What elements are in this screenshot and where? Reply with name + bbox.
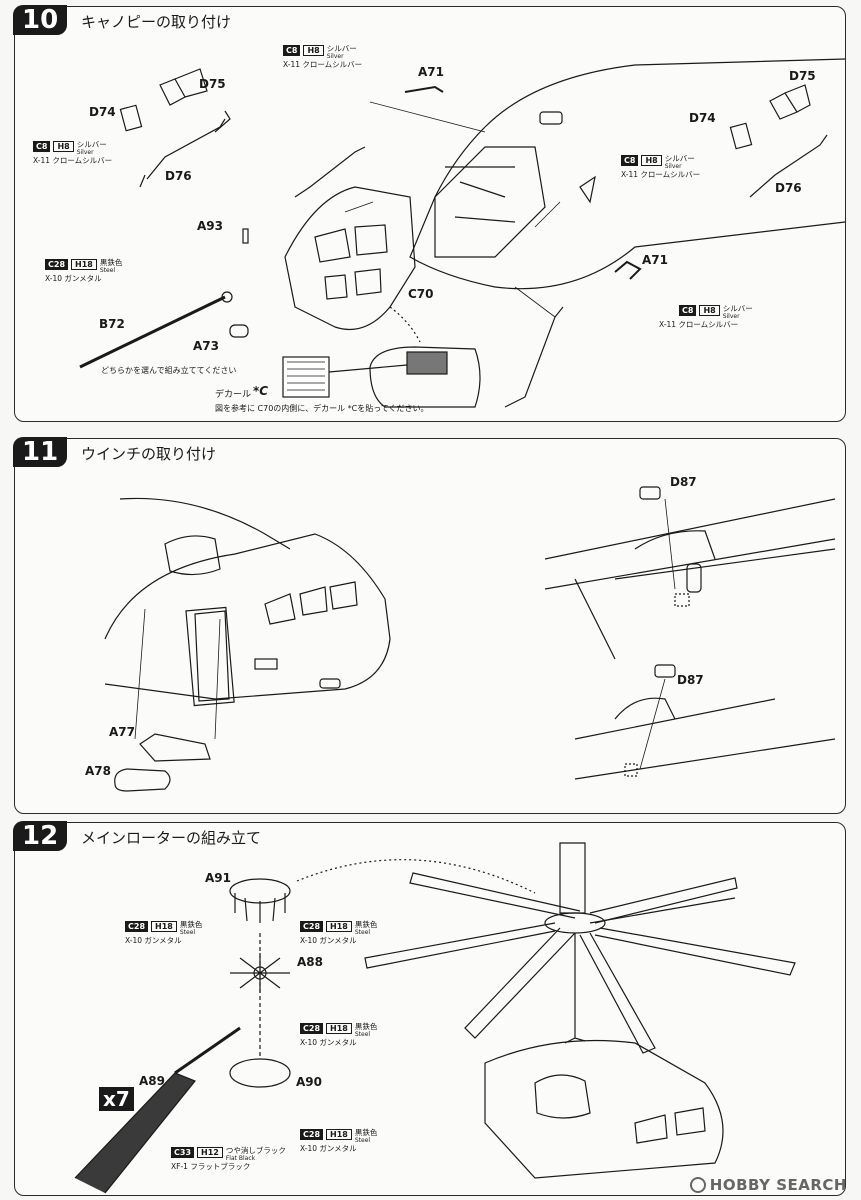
part-label: A89 [139,1074,165,1088]
choose-note: どちらかを選んで組み立ててください [101,366,237,375]
paint-sub: X-11 クロームシルバー [621,170,701,179]
part-label: A93 [197,219,223,233]
decal-mark: *C [253,384,269,398]
part-label: D75 [199,77,226,91]
part-label: A90 [296,1075,322,1089]
step-title: メインローターの組み立て [81,829,262,847]
hobby-search-icon [689,1177,706,1193]
watermark-logo: HOBBY SEARCH [689,1176,847,1194]
main-rotor-assembly-drawing [74,842,796,1194]
paint-sub: X-10 ガンメタル [300,1038,357,1047]
part-label: A91 [205,871,231,885]
step-number: 11 [13,437,68,467]
paint-sub: XF-1 フラットブラック [171,1162,251,1171]
part-label: C70 [408,287,434,301]
step-title: キャノピーの取り付け [81,13,232,31]
quantity-multiplier: x7 [99,1087,134,1111]
winch-assembly-drawing [104,486,836,792]
decal-label: デカール [215,390,252,400]
paint-sub: X-11 クロームシルバー [659,320,739,329]
part-label: A71 [418,65,444,79]
part-label: B72 [99,317,125,331]
part-label: A88 [297,955,323,969]
part-label: D76 [165,169,192,183]
paint-sub: X-10 ガンメタル [300,1144,357,1153]
step-12-panel: 12 メインローターの組み立て [13,821,846,1196]
step-number: 10 [13,5,68,35]
paint-sub: X-10 ガンメタル [45,274,102,283]
canopy-assembly-drawing [79,58,845,408]
part-label: D74 [689,111,716,125]
part-label: D74 [89,105,116,119]
part-label: A78 [85,764,111,778]
part-label: A73 [193,339,219,353]
step-title: ウインチの取り付け [81,445,217,463]
step-11-panel: 11 ウインチの取り付け [13,437,846,814]
paint-sub: X-11 クロームシルバー [33,156,113,165]
part-label: A71 [642,253,668,267]
step-10-panel: 10 キャノピーの取り付け [13,5,846,422]
paint-sub: X-10 ガンメタル [300,936,357,945]
part-label: A77 [109,725,135,739]
paint-sub: X-10 ガンメタル [125,936,182,945]
part-label: D87 [677,673,704,687]
decal-instruction: 図を参考に C70の内側に、デカール *Cを貼ってください。 [215,404,429,413]
part-label: D87 [670,475,697,489]
paint-sub: X-11 クロームシルバー [283,60,363,69]
step-number: 12 [13,821,68,851]
part-label: D76 [775,181,802,195]
part-label: D75 [789,69,816,83]
